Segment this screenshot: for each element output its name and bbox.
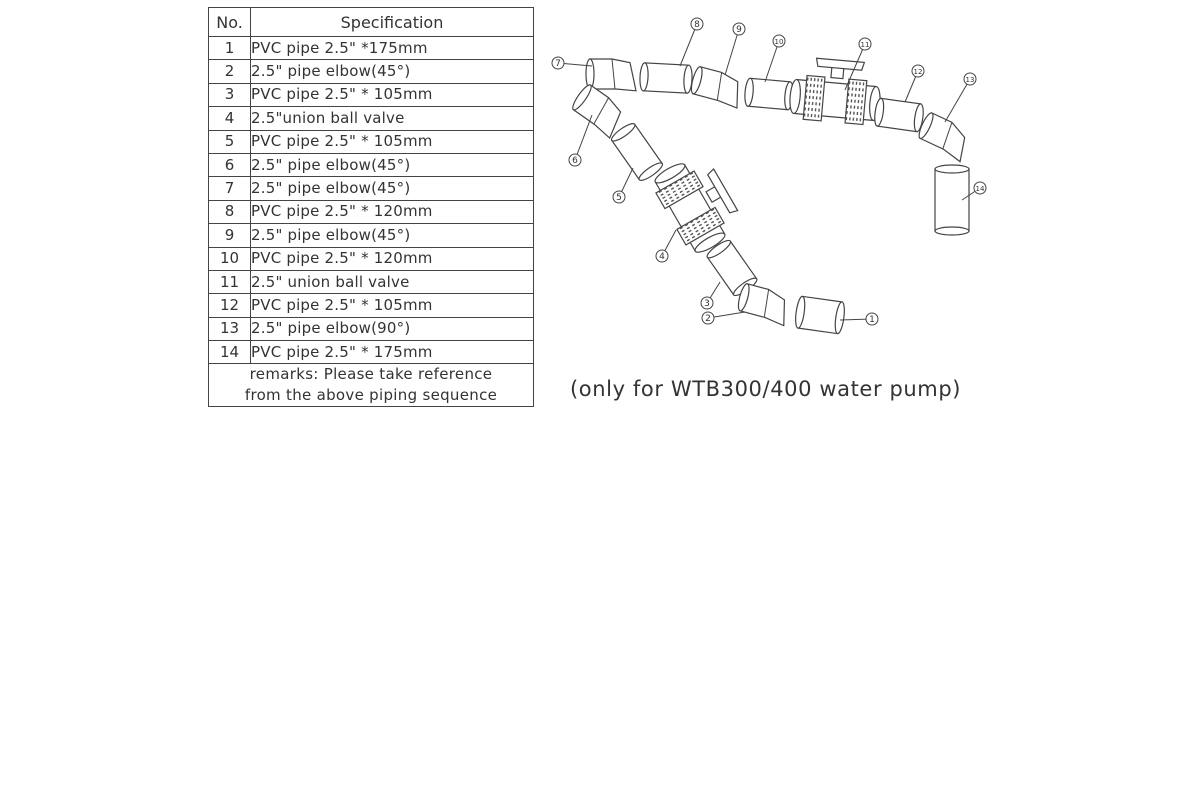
remarks: remarks: Please take reference from the … bbox=[208, 363, 534, 408]
elbow-6 bbox=[572, 84, 622, 140]
elbow-7 bbox=[585, 58, 637, 92]
callout-5: 5 bbox=[612, 190, 626, 204]
row-specification: PVC pipe 2.5" * 120mm bbox=[250, 246, 534, 271]
callout-12: 12 bbox=[911, 64, 925, 78]
callout-number: 10 bbox=[775, 38, 784, 46]
pipe-14 bbox=[934, 164, 970, 236]
row-number: 9 bbox=[208, 223, 251, 248]
leader-line bbox=[724, 28, 740, 76]
row-specification: 2.5" pipe elbow(45°) bbox=[250, 223, 534, 248]
row-specification: PVC pipe 2.5" *175mm bbox=[250, 35, 534, 61]
row-number: 13 bbox=[208, 316, 251, 342]
row-specification: 2.5" pipe elbow(45°) bbox=[250, 176, 534, 201]
callout-4: 4 bbox=[655, 249, 669, 263]
ball-valve-11 bbox=[789, 57, 881, 126]
callout-number: 2 bbox=[705, 314, 711, 324]
callout-number: 9 bbox=[736, 25, 742, 35]
row-number: 10 bbox=[208, 246, 251, 271]
leader-line bbox=[574, 114, 593, 161]
elbow-2 bbox=[737, 283, 786, 327]
row-specification: 2.5"union ball valve bbox=[250, 106, 534, 131]
callout-number: 12 bbox=[914, 68, 923, 76]
leader-line bbox=[679, 23, 698, 67]
callout-1: 1 bbox=[865, 312, 879, 326]
pipe-5 bbox=[610, 123, 664, 181]
pipe-10 bbox=[744, 77, 794, 111]
row-number: 8 bbox=[208, 199, 251, 225]
row-specification: 2.5" pipe elbow(45°) bbox=[250, 59, 534, 84]
leader-line bbox=[844, 43, 866, 91]
row-specification: PVC pipe 2.5" * 175mm bbox=[250, 340, 534, 365]
remarks-line-2: from the above piping sequence bbox=[244, 386, 498, 405]
callout-3: 3 bbox=[700, 296, 714, 310]
remarks-line-1: remarks: Please take reference bbox=[249, 365, 493, 384]
callout-10: 10 bbox=[772, 34, 786, 48]
callout-number: 11 bbox=[861, 41, 870, 49]
callout-number: 8 bbox=[694, 20, 700, 30]
callout-11: 11 bbox=[858, 37, 872, 51]
callout-14: 14 bbox=[973, 181, 987, 195]
leader-line bbox=[764, 40, 780, 83]
callout-number: 7 bbox=[555, 59, 561, 69]
ball-valve-4 bbox=[654, 163, 739, 253]
callout-9: 9 bbox=[732, 22, 746, 36]
row-number: 12 bbox=[208, 293, 251, 318]
row-number: 5 bbox=[208, 129, 251, 154]
leader-line bbox=[944, 78, 971, 123]
row-specification: PVC pipe 2.5" * 120mm bbox=[250, 199, 534, 225]
callout-number: 3 bbox=[704, 299, 710, 309]
callout-6: 6 bbox=[568, 153, 582, 167]
callout-number: 4 bbox=[659, 252, 665, 262]
row-number: 2 bbox=[208, 59, 251, 84]
pipe-12 bbox=[874, 97, 924, 133]
callout-number: 1 bbox=[869, 315, 875, 325]
row-number: 3 bbox=[208, 82, 251, 108]
callout-number: 13 bbox=[966, 76, 975, 84]
callout-7: 7 bbox=[551, 56, 565, 70]
row-specification: PVC pipe 2.5" * 105mm bbox=[250, 293, 534, 318]
callout-8: 8 bbox=[690, 17, 704, 31]
remarks-row: remarks: Please take reference from the … bbox=[208, 363, 534, 408]
row-specification: PVC pipe 2.5" * 105mm bbox=[250, 129, 534, 154]
callout-number: 14 bbox=[976, 185, 985, 193]
header-no: No. bbox=[208, 7, 251, 37]
row-number: 4 bbox=[208, 106, 251, 131]
row-number: 14 bbox=[208, 340, 251, 365]
row-specification: 2.5" pipe elbow(45°) bbox=[250, 152, 534, 178]
table-header-row: No. Specification bbox=[208, 7, 534, 37]
row-number: 1 bbox=[208, 35, 251, 61]
diagram-caption: (only for WTB300/400 water pump) bbox=[570, 377, 962, 401]
pipe-1 bbox=[795, 295, 845, 335]
row-specification: 2.5" union ball valve bbox=[250, 269, 534, 295]
row-number: 7 bbox=[208, 176, 251, 201]
header-specification: Specification bbox=[250, 7, 534, 37]
callout-number: 6 bbox=[572, 156, 578, 166]
elbow-9 bbox=[690, 66, 739, 109]
callout-number: 5 bbox=[616, 193, 622, 203]
row-specification: PVC pipe 2.5" * 105mm bbox=[250, 82, 534, 108]
row-number: 6 bbox=[208, 152, 251, 178]
callout-2: 2 bbox=[701, 311, 715, 325]
elbow-13 bbox=[918, 112, 966, 163]
row-number: 11 bbox=[208, 269, 251, 295]
callout-13: 13 bbox=[963, 72, 977, 86]
pipe-8 bbox=[639, 62, 693, 94]
row-specification: 2.5" pipe elbow(90°) bbox=[250, 316, 534, 342]
